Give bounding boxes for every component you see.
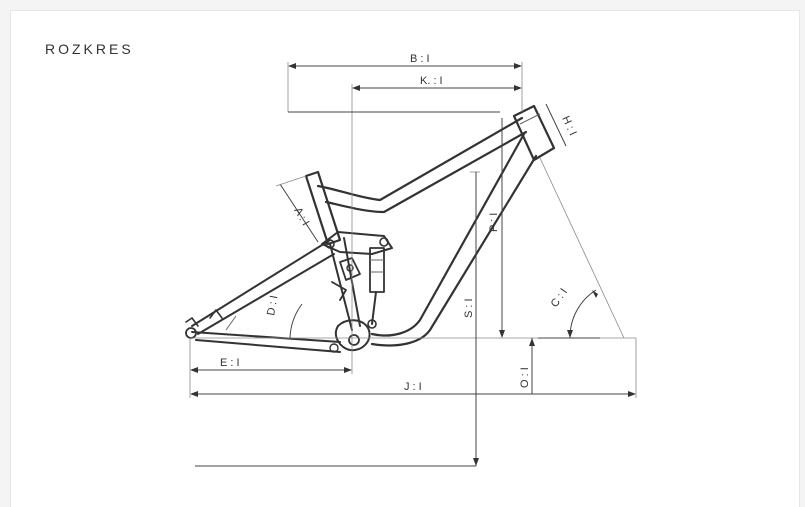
dimension-p-arrow-bottom bbox=[499, 330, 505, 338]
chain-stay-lower bbox=[195, 339, 341, 353]
main-pivot bbox=[329, 343, 339, 353]
dimension-b-arrow-left bbox=[288, 63, 296, 69]
rocker-shock-mount bbox=[379, 237, 389, 247]
seat-tube bbox=[304, 170, 342, 246]
dimension-d-arc bbox=[289, 303, 303, 339]
head-tube bbox=[512, 104, 556, 162]
label-p: P : I bbox=[488, 213, 500, 232]
label-a: A : I bbox=[291, 206, 311, 228]
dimension-j-arrow-right bbox=[628, 391, 636, 397]
bike-frame bbox=[185, 104, 556, 353]
geometry-card: ROZKRES bbox=[10, 10, 800, 507]
label-o: O : I bbox=[519, 367, 531, 388]
dimension-a-line bbox=[279, 183, 319, 243]
label-c: C : I bbox=[549, 286, 570, 309]
head-tube-detail bbox=[519, 113, 541, 125]
rocker-pivot bbox=[325, 239, 335, 249]
label-j: J : I bbox=[404, 381, 422, 393]
reference-lines bbox=[189, 62, 637, 467]
top-tube bbox=[316, 116, 524, 202]
down-tube bbox=[370, 132, 526, 337]
label-k: K. : I bbox=[420, 75, 443, 87]
dimension-labels: B : I K. : I H : I A : I P : I S : I D :… bbox=[220, 53, 579, 393]
linkage-arm bbox=[331, 281, 347, 301]
dimension-c-arc bbox=[569, 289, 597, 339]
dimension-k-arrow-left bbox=[352, 85, 360, 91]
fork-axis-line bbox=[539, 157, 625, 339]
section-title: ROZKRES bbox=[45, 41, 134, 57]
top-tube-lower-edge bbox=[324, 130, 528, 214]
bottom-bracket-shell bbox=[334, 319, 371, 352]
label-d: D : I bbox=[265, 295, 280, 317]
dimension-k-arrow-right bbox=[514, 85, 522, 91]
dimension-lines bbox=[190, 63, 636, 466]
down-tube-lower-edge bbox=[370, 154, 538, 347]
linkage-bolt bbox=[346, 264, 354, 272]
dimension-e-arrow-right bbox=[344, 367, 352, 373]
label-h: H : I bbox=[559, 114, 578, 137]
dimension-b-arrow-right bbox=[514, 63, 522, 69]
dropout-tab bbox=[185, 317, 199, 327]
dimension-o-arrow-top bbox=[529, 338, 535, 346]
chain-stay bbox=[191, 331, 341, 343]
shock-shaft bbox=[371, 291, 377, 325]
dimension-c-arrow-top bbox=[592, 290, 598, 298]
shock-lower-mount bbox=[367, 319, 377, 329]
dimension-a-ext bbox=[275, 175, 307, 187]
dimension-h-line bbox=[545, 103, 567, 147]
label-e: E : I bbox=[220, 357, 240, 369]
label-s: S : I bbox=[463, 298, 475, 318]
seat-stay-inner bbox=[197, 253, 335, 335]
brake-mount bbox=[209, 309, 223, 319]
dimension-e-arrow-left bbox=[190, 367, 198, 373]
rocker-link bbox=[321, 231, 393, 255]
bottom-bracket bbox=[348, 334, 360, 346]
label-b: B : I bbox=[410, 53, 430, 65]
linkage-plate bbox=[339, 257, 361, 281]
dimension-j-arrow-left bbox=[190, 391, 198, 397]
dimension-s-arrow-bottom bbox=[473, 458, 479, 466]
dimension-c-arrow bbox=[567, 330, 573, 338]
stay-brace bbox=[225, 315, 237, 331]
